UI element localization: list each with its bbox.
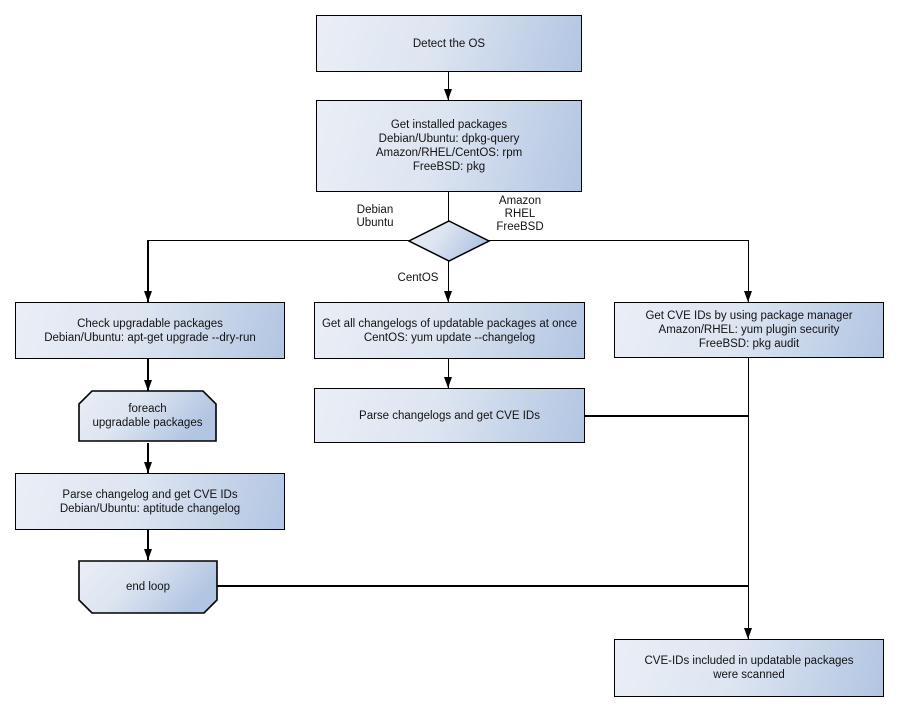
arrowhead-down <box>143 291 152 302</box>
node-text-line: Amazon/RHEL/CentOS: rpm <box>375 147 523 159</box>
connector-parsemid-to-rightline <box>585 415 749 417</box>
node-parse-changelog-debian: Parse changelog and get CVE IDs Debian/U… <box>15 473 285 530</box>
node-text-line: Check upgradable packages <box>77 317 223 330</box>
node-foreach-loop: foreach upgradable packages <box>78 390 217 442</box>
connector-parse-to-endloop <box>147 530 149 560</box>
arrowhead-down <box>444 89 452 100</box>
arrowhead-down <box>143 549 152 560</box>
connector-foreach-to-parse <box>147 443 149 473</box>
node-text-line: were scanned <box>713 669 785 681</box>
connector-installed-to-decision <box>447 192 450 222</box>
node-end-loop: end loop <box>78 560 218 614</box>
edge-label-line: Ubuntu <box>356 217 394 229</box>
node-text-line: Get all changelogs of updatable packages… <box>321 317 578 330</box>
node-text-line: Parse changelog and get CVE IDs <box>62 488 238 501</box>
connector-decision-left <box>148 239 409 242</box>
connector-right-down <box>747 240 750 302</box>
node-text-line: end loop <box>125 581 171 593</box>
arrowhead-down <box>744 291 752 302</box>
node-text-line: upgradable packages <box>92 417 203 429</box>
node-text-line: Debian/Ubuntu: apt-get upgrade --dry-run <box>44 331 256 344</box>
arrowhead-down <box>444 291 452 302</box>
connector-decision-right <box>489 239 749 242</box>
edge-label-line: CentOS <box>397 272 439 284</box>
node-parse-changelogs-centos: Parse changelogs and get CVE IDs <box>314 388 585 443</box>
node-text-line: Debian/Ubuntu: aptitude changelog <box>59 502 241 515</box>
arrowhead-down <box>143 380 152 391</box>
edge-label-centos: CentOS <box>393 272 443 285</box>
node-text-line: foreach <box>128 403 167 415</box>
edge-label-line: Debian <box>356 204 394 216</box>
connector-endloop-to-rightline <box>217 585 749 587</box>
loop-end-shape <box>78 560 218 614</box>
node-text-line: Get CVE IDs by using package manager <box>645 310 853 322</box>
loop-start-shape <box>78 390 217 442</box>
node-text-line: CVE-IDs included in updatable packages <box>644 655 854 667</box>
connector-check-to-foreach <box>147 359 149 391</box>
node-os-decision-diamond <box>408 220 490 262</box>
edge-label-line: RHEL <box>504 208 536 220</box>
connector-changelogs-to-parse <box>447 359 450 388</box>
arrowhead-down <box>444 377 452 388</box>
node-text-line: CentOS: yum update --changelog <box>363 331 536 344</box>
connector-detect-to-installed <box>447 71 450 100</box>
edge-label-line: FreeBSD <box>496 221 544 233</box>
arrowhead-down <box>744 628 752 639</box>
edge-label-debian-ubuntu: Debian Ubuntu <box>345 204 405 230</box>
node-text-line: Get installed packages <box>390 119 508 131</box>
node-result-scanned: CVE-IDs included in updatable packages w… <box>614 639 884 697</box>
node-text-line: Parse changelogs and get CVE IDs <box>359 409 540 422</box>
node-text-line: Amazon/RHEL: yum plugin security <box>658 324 840 336</box>
node-get-installed-packages: Get installed packages Debian/Ubuntu: dp… <box>316 100 582 192</box>
connector-left-down <box>147 240 149 302</box>
node-text-line: FreeBSD: pkg audit <box>698 338 800 350</box>
node-check-upgradable-packages: Check upgradable packages Debian/Ubuntu:… <box>15 302 285 359</box>
edge-label-amazon-rhel-freebsd: Amazon RHEL FreeBSD <box>491 195 549 234</box>
connector-decision-centos <box>447 261 450 302</box>
node-text-line: Detect the OS <box>412 37 486 50</box>
diamond-shape <box>408 220 490 262</box>
node-text-line: FreeBSD: pkg <box>412 161 486 173</box>
edge-label-line: Amazon <box>498 195 542 207</box>
node-get-all-changelogs: Get all changelogs of updatable packages… <box>314 302 585 359</box>
node-text-line: Debian/Ubuntu: dpkg-query <box>378 133 520 145</box>
arrowhead-down <box>143 462 152 473</box>
node-detect-os: Detect the OS <box>316 15 582 72</box>
connector-right-to-result <box>747 358 750 639</box>
node-get-cve-ids-pkg-manager: Get CVE IDs by using package manager Ama… <box>614 302 884 358</box>
